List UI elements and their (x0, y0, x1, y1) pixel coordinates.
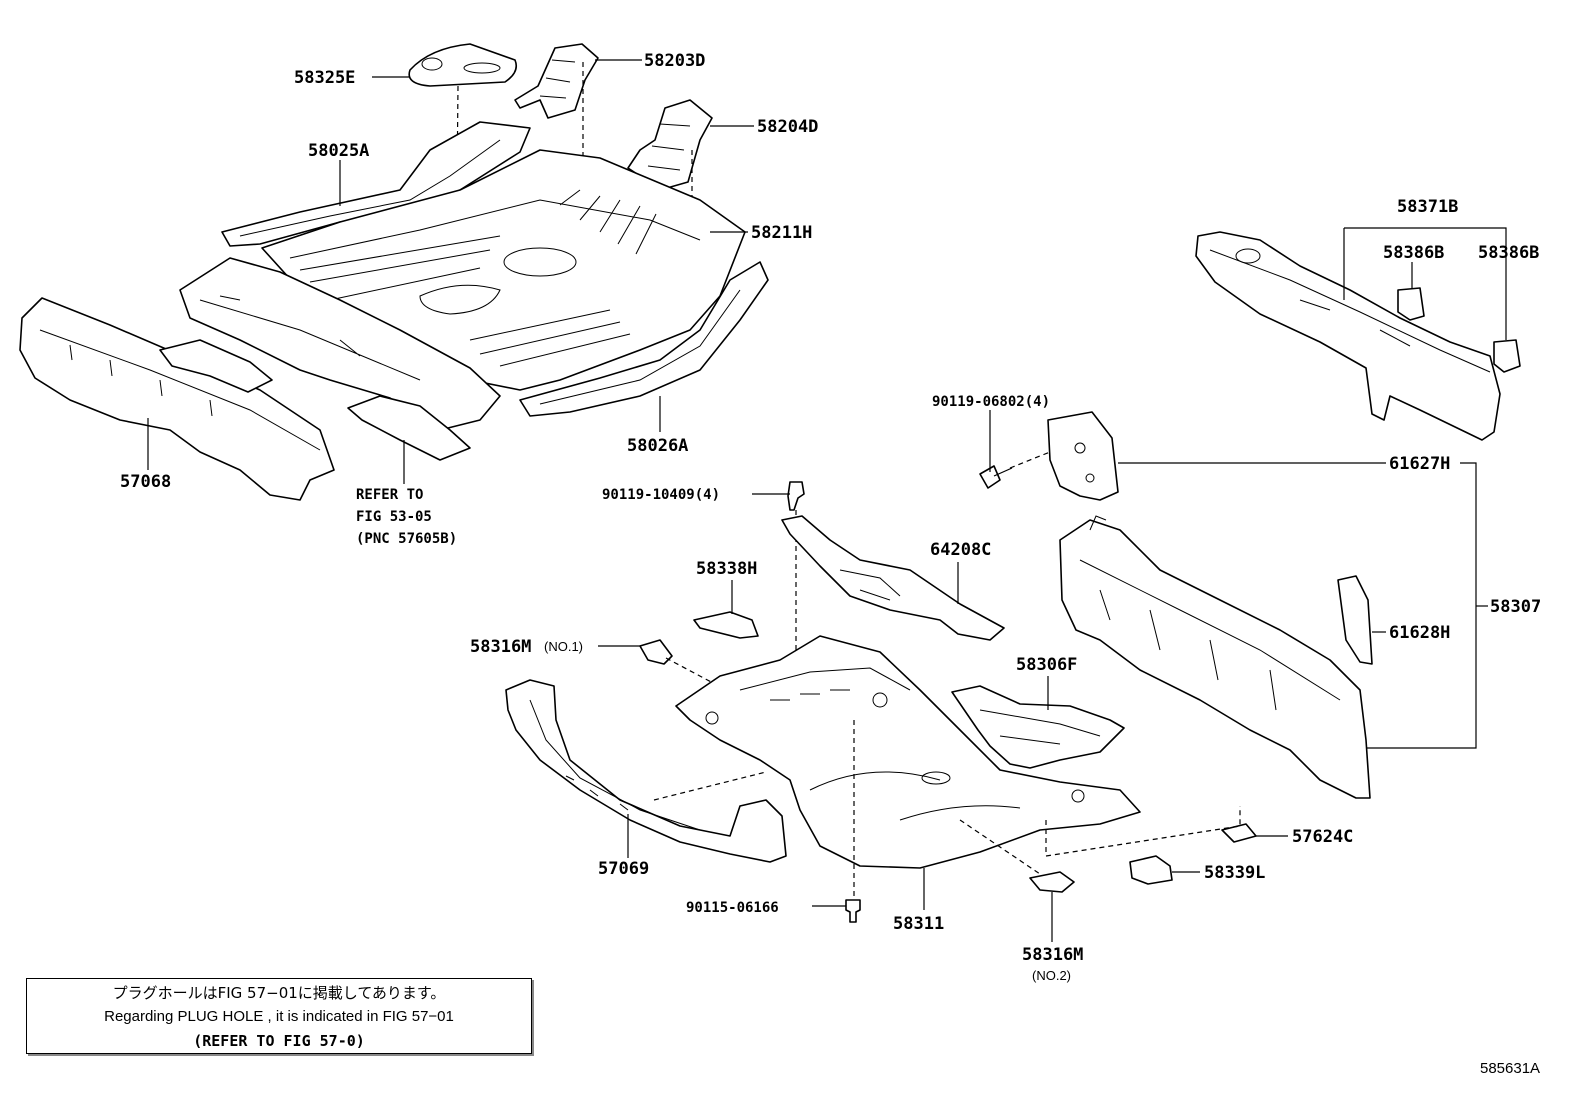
label-58316M-no1: 58316M (470, 637, 531, 657)
label-58311: 58311 (893, 914, 944, 934)
label-58386B-left: 58386B (1383, 243, 1444, 263)
label-58203D: 58203D (644, 51, 705, 71)
label-refer-line-2: FIG 53-05 (356, 509, 432, 525)
label-58306F: 58306F (1016, 655, 1077, 675)
part-58325E-plate[interactable] (408, 43, 518, 87)
part-crossmember[interactable] (179, 257, 501, 431)
label-61627H: 61627H (1389, 454, 1450, 474)
label-58316M-no2: 58316M (1022, 945, 1083, 965)
label-90119-06802: 90119-06802(4) (932, 394, 1050, 410)
label-refer-line-3: (PNC 57605B) (356, 531, 457, 547)
label-58316M-no2-sub: (NO.2) (1032, 968, 1071, 983)
part-58338H-bracket[interactable] (693, 611, 759, 639)
label-58211H: 58211H (751, 223, 812, 243)
label-58339L: 58339L (1204, 863, 1265, 883)
label-58307: 58307 (1490, 597, 1541, 617)
label-58204D: 58204D (757, 117, 818, 137)
label-58025A: 58025A (308, 141, 369, 161)
note-line-english: Regarding PLUG HOLE , it is indicated in… (104, 1008, 454, 1025)
part-58386B-bracket-left[interactable] (1397, 287, 1425, 321)
part-58203D-bracket[interactable] (514, 43, 599, 119)
label-64208C: 64208C (930, 540, 991, 560)
label-58026A: 58026A (627, 436, 688, 456)
label-58316M-no1-sub: (NO.1) (544, 639, 583, 654)
part-58025A-rail[interactable] (221, 121, 531, 247)
label-57068: 57068 (120, 472, 171, 492)
label-58371B: 58371B (1397, 197, 1458, 217)
note-line-reference: (REFER TO FIG 57-0) (193, 1032, 365, 1050)
part-61628H-bracket[interactable] (1337, 575, 1373, 665)
part-58316M-no2-bracket[interactable] (1029, 871, 1075, 893)
part-57624C-bracket[interactable] (1221, 823, 1257, 843)
part-bolt-90115-06166[interactable] (845, 899, 861, 923)
label-58386B-right: 58386B (1478, 243, 1539, 263)
part-58306F-pan[interactable] (951, 685, 1125, 769)
part-58339L-bracket[interactable] (1129, 855, 1173, 885)
part-58311-front-floor-pan[interactable] (675, 635, 1141, 869)
label-57624C: 57624C (1292, 827, 1353, 847)
label-58325E: 58325E (294, 68, 355, 88)
part-58026A-rail[interactable] (519, 261, 769, 417)
label-90115-06166: 90115-06166 (686, 900, 779, 916)
plug-hole-note: プラグホールはFIG 57−01に掲載してあります。 Regarding PLU… (26, 978, 532, 1054)
label-refer-line-1: REFER TO (356, 487, 423, 503)
leader-lines (147, 59, 1507, 942)
part-57605B-bracket[interactable] (347, 395, 471, 461)
label-90119-10409: 90119-10409(4) (602, 487, 720, 503)
part-bolt-90119-06802[interactable] (979, 465, 1013, 489)
note-line-japanese: プラグホールはFIG 57−01に掲載してあります。 (112, 984, 446, 1002)
label-57069: 57069 (598, 859, 649, 879)
label-58338H: 58338H (696, 559, 757, 579)
part-58307-dash-panel[interactable] (1059, 515, 1371, 799)
label-61628H: 61628H (1389, 623, 1450, 643)
part-57068-bracket[interactable] (159, 339, 273, 393)
figure-code: 585631A (1480, 1060, 1541, 1077)
part-57069-side-member[interactable] (505, 679, 787, 863)
part-58316M-no1-bracket[interactable] (639, 639, 673, 665)
part-58386B-bracket-right[interactable] (1493, 339, 1521, 373)
part-61627H-bracket[interactable] (1047, 411, 1119, 501)
part-64208C-reinforcement[interactable] (781, 515, 1005, 641)
part-58371B-cowl-panel[interactable] (1195, 231, 1501, 441)
part-bolt-90119-10409[interactable] (787, 481, 805, 511)
